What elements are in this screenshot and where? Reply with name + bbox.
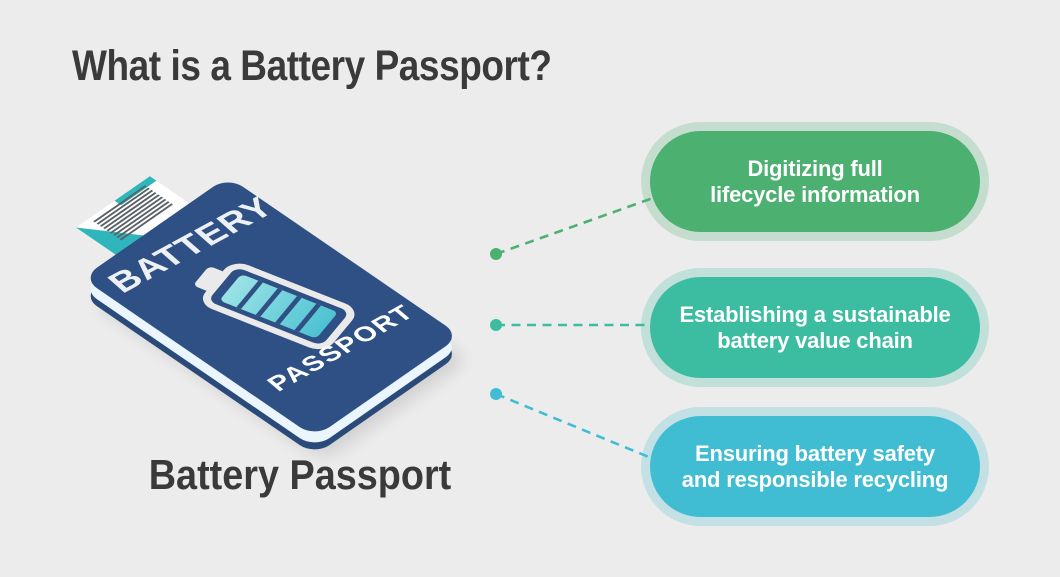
callout-sustainable-value-chain: Establishing a sustainable battery value… (650, 277, 980, 378)
connector-line-3 (495, 392, 657, 462)
callout-safety-recycling: Ensuring battery safety and responsible … (650, 416, 980, 517)
callout-text-line: battery value chain (717, 327, 913, 353)
callout-text-line: Digitizing full (747, 155, 883, 181)
battery-segment-dividers (236, 280, 322, 332)
passport-front-cover: BATTERY PASSPORT (90, 182, 452, 432)
callout-text-line: lifecycle information (710, 181, 920, 207)
battery-icon (195, 263, 355, 350)
ticket-barcode (93, 185, 173, 241)
page-title: What is a Battery Passport? (72, 42, 552, 90)
ticket-edge-stripe (114, 176, 157, 206)
battery-cap (195, 267, 226, 292)
boarding-pass-ticket (76, 176, 213, 271)
connector-lines (495, 196, 657, 462)
callout-digitizing-lifecycle: Digitizing full lifecycle information (650, 131, 980, 232)
illustration-caption: Battery Passport (148, 451, 452, 498)
connector-dots (490, 248, 502, 400)
callout-text-line: and responsible recycling (681, 466, 949, 492)
connector-dot-3 (490, 388, 502, 400)
connector-line-1 (495, 196, 654, 256)
callout-text-line: Establishing a sustainable (679, 301, 951, 327)
connector-dot-2 (490, 319, 502, 331)
callout-text-line: Ensuring battery safety (695, 440, 935, 466)
connector-dot-1 (490, 248, 502, 260)
